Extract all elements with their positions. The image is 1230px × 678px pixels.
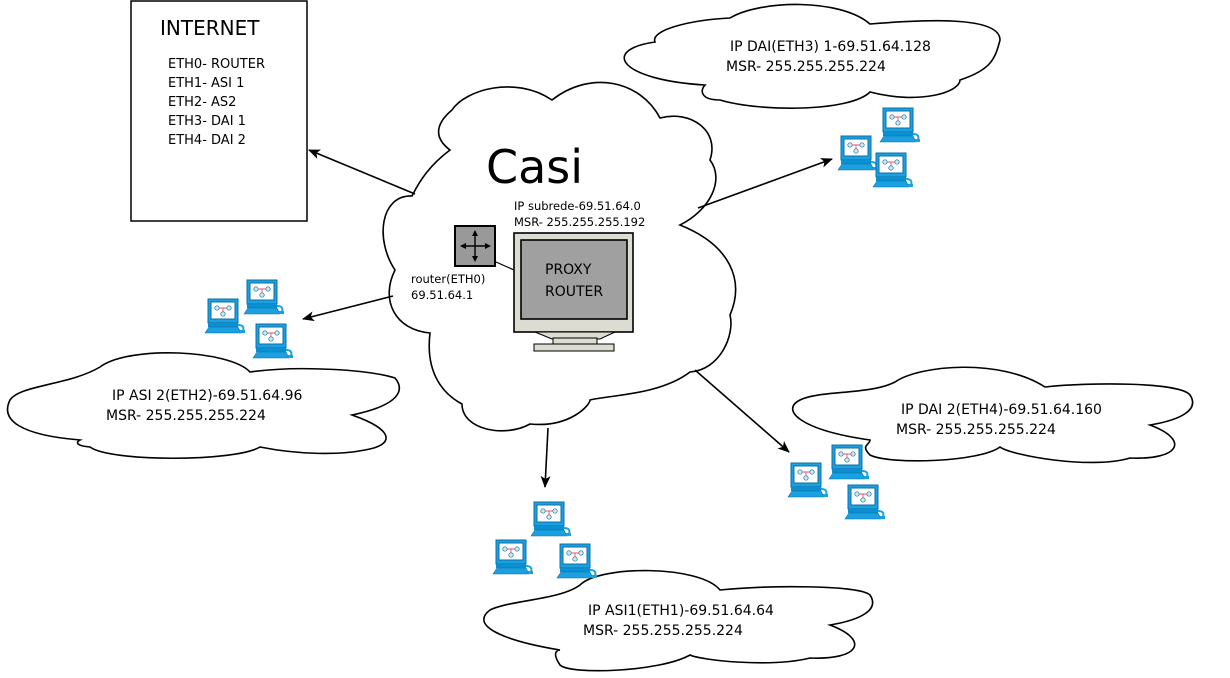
subnet-dai2-label: IP DAI 2(ETH4)-69.51.64.160 MSR- 255.255… bbox=[896, 400, 1102, 440]
internet-title: INTERNET bbox=[160, 16, 260, 40]
subnet-dai2-ip: IP DAI 2(ETH4)-69.51.64.160 bbox=[901, 402, 1102, 418]
subnet-dai1-ip: IP DAI(ETH3) 1-69.51.64.128 bbox=[730, 39, 931, 55]
interface-item: ETH3- DAI 1 bbox=[168, 114, 246, 129]
router-icon bbox=[454, 225, 496, 267]
workstation-icon bbox=[787, 462, 829, 498]
subnet-asi2-ip: IP ASI 2(ETH2)-69.51.64.96 bbox=[112, 388, 303, 404]
subnet-mask: MSR- 255.255.255.192 bbox=[514, 215, 646, 229]
router-ip: 69.51.64.1 bbox=[411, 288, 474, 302]
interface-item: ETH1- ASI 1 bbox=[168, 76, 245, 91]
workstation-cluster-asi2 bbox=[204, 279, 294, 359]
monitor-icon bbox=[513, 232, 634, 352]
arrow-to-asi1 bbox=[540, 427, 551, 488]
subnet-dai1-label: IP DAI(ETH3) 1-69.51.64.128 MSR- 255.255… bbox=[726, 37, 931, 77]
workstation-icon bbox=[872, 152, 914, 188]
arrow-to-dai2 bbox=[694, 369, 790, 453]
proxy-label-line1: PROXY bbox=[545, 262, 592, 278]
proxy-router-label: PROXY ROUTER bbox=[545, 259, 603, 303]
workstation-icon bbox=[837, 135, 879, 171]
router-label: router(ETH0) 69.51.64.1 bbox=[411, 271, 485, 303]
subnet-asi2-mask: MSR- 255.255.255.224 bbox=[106, 408, 266, 424]
subnet-dai2-mask: MSR- 255.255.255.224 bbox=[896, 422, 1056, 438]
subnet-ip: IP subrede-69.51.64.0 bbox=[514, 199, 641, 213]
cloud-asi1 bbox=[483, 569, 874, 672]
proxy-label-line2: ROUTER bbox=[545, 284, 604, 300]
interface-item: ETH4- DAI 2 bbox=[168, 133, 246, 148]
arrow-to-internet bbox=[308, 149, 416, 195]
cloud-dai2 bbox=[791, 366, 1194, 464]
workstation-icon bbox=[492, 539, 534, 575]
subnet-asi1-label: IP ASI1(ETH1)-69.51.64.64 MSR- 255.255.2… bbox=[583, 601, 774, 641]
subnet-info: IP subrede-69.51.64.0 MSR- 255.255.255.1… bbox=[514, 198, 645, 230]
interface-item: ETH0- ROUTER bbox=[168, 57, 265, 72]
workstation-icon bbox=[879, 107, 921, 143]
workstation-icon bbox=[204, 298, 246, 334]
workstation-icon bbox=[556, 543, 598, 579]
internet-interface-list: ETH0- ROUTER ETH1- ASI 1 ETH2- AS2 ETH3-… bbox=[168, 55, 265, 150]
subnet-dai1-mask: MSR- 255.255.255.224 bbox=[726, 59, 886, 75]
workstation-icon bbox=[530, 501, 572, 537]
workstation-icon bbox=[844, 484, 886, 520]
workstation-cluster-dai2 bbox=[787, 444, 886, 520]
internet-box bbox=[130, 0, 308, 222]
cloud-dai1 bbox=[623, 3, 1001, 109]
subnet-asi2-label: IP ASI 2(ETH2)-69.51.64.96 MSR- 255.255.… bbox=[106, 386, 302, 426]
workstation-icon bbox=[252, 323, 294, 359]
interface-item: ETH2- AS2 bbox=[168, 95, 237, 110]
workstation-cluster-asi1 bbox=[492, 501, 598, 579]
cloud-asi2 bbox=[6, 352, 400, 460]
workstation-icon bbox=[243, 279, 285, 315]
router-interface: router(ETH0) bbox=[411, 272, 486, 286]
subnet-asi1-ip: IP ASI1(ETH1)-69.51.64.64 bbox=[588, 603, 774, 619]
workstation-icon bbox=[828, 444, 870, 480]
main-cloud-title: Casi bbox=[486, 140, 584, 194]
workstation-cluster-dai1 bbox=[837, 107, 921, 188]
arrow-to-asi2 bbox=[302, 295, 394, 322]
subnet-asi1-mask: MSR- 255.255.255.224 bbox=[583, 623, 743, 639]
arrow-to-dai1 bbox=[697, 158, 833, 209]
